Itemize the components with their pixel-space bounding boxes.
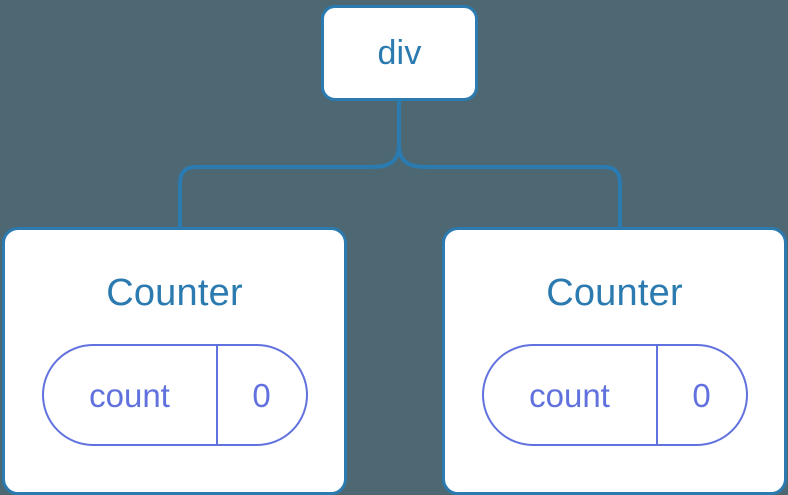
node-counter-2-label: Counter <box>546 272 683 314</box>
state-value-counter-1: 0 <box>252 376 271 414</box>
node-div-label: div <box>377 34 422 72</box>
state-key-counter-2: count <box>484 346 658 444</box>
node-div[interactable]: div <box>321 5 478 101</box>
state-value-counter-2: 0 <box>692 376 711 414</box>
state-pill-counter-2[interactable]: count 0 <box>481 344 748 446</box>
node-counter-2[interactable]: Counter count 0 <box>442 227 787 495</box>
edge-root-to-child-2 <box>397 143 622 229</box>
state-pill-counter-1[interactable]: count 0 <box>41 344 308 446</box>
state-key-counter-1: count <box>44 346 218 444</box>
node-counter-1[interactable]: Counter count 0 <box>2 227 347 495</box>
edge-root-to-child-1 <box>178 143 401 229</box>
node-counter-1-label: Counter <box>106 272 243 314</box>
